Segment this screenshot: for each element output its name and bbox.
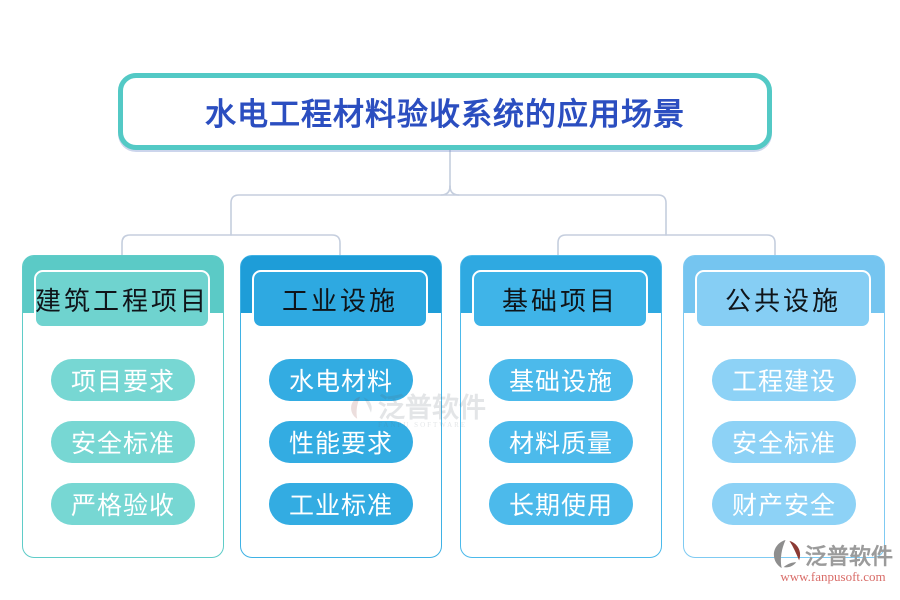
item-label: 财产安全 bbox=[731, 493, 836, 520]
item-label: 工程建设 bbox=[731, 369, 836, 396]
category-card: 工业设施水电材料性能要求工业标准 bbox=[240, 255, 442, 558]
category-header: 工业设施 bbox=[252, 270, 428, 328]
item-pill: 安全标准 bbox=[51, 421, 195, 463]
item-label: 基础设施 bbox=[508, 369, 613, 396]
category-title: 公共设施 bbox=[724, 286, 841, 316]
item-pill: 安全标准 bbox=[712, 421, 856, 463]
item-label: 安全标准 bbox=[70, 431, 175, 458]
item-pill: 工业标准 bbox=[269, 483, 413, 525]
category-header: 建筑工程项目 bbox=[34, 270, 210, 328]
category-card: 基础项目基础设施材料质量长期使用 bbox=[460, 255, 662, 558]
item-pill: 项目要求 bbox=[51, 359, 195, 401]
category-title: 基础项目 bbox=[501, 286, 618, 316]
category-title: 工业设施 bbox=[281, 286, 398, 316]
diagram-title: 水电工程材料验收系统的应用场景 bbox=[205, 97, 685, 132]
fanpu-logo: 泛普软件 www.fanpusoft.com bbox=[770, 538, 896, 585]
item-pill: 长期使用 bbox=[489, 483, 633, 525]
item-label: 材料质量 bbox=[508, 431, 613, 458]
item-pill: 性能要求 bbox=[269, 421, 413, 463]
category-card: 公共设施工程建设安全标准财产安全 bbox=[683, 255, 885, 558]
item-label: 严格验收 bbox=[70, 493, 175, 520]
item-label: 水电材料 bbox=[288, 369, 393, 396]
item-pill: 基础设施 bbox=[489, 359, 633, 401]
item-label: 工业标准 bbox=[288, 493, 393, 520]
item-pill: 工程建设 bbox=[712, 359, 856, 401]
item-pill: 财产安全 bbox=[712, 483, 856, 525]
diagram-title-box: 水电工程材料验收系统的应用场景 bbox=[118, 73, 772, 150]
category-card: 建筑工程项目项目要求安全标准严格验收 bbox=[22, 255, 224, 558]
category-title: 建筑工程项目 bbox=[35, 286, 210, 316]
item-label: 项目要求 bbox=[70, 369, 175, 396]
item-label: 性能要求 bbox=[288, 431, 393, 458]
item-pill: 材料质量 bbox=[489, 421, 633, 463]
item-label: 长期使用 bbox=[508, 493, 613, 520]
logo-website-url: www.fanpusoft.com bbox=[780, 569, 886, 584]
item-pill: 水电材料 bbox=[269, 359, 413, 401]
item-label: 安全标准 bbox=[731, 431, 836, 458]
logo-company-name: 泛普软件 bbox=[805, 543, 894, 569]
item-pill: 严格验收 bbox=[51, 483, 195, 525]
category-header: 公共设施 bbox=[695, 270, 871, 328]
fanpu-logo-icon bbox=[773, 539, 801, 569]
category-header: 基础项目 bbox=[472, 270, 648, 328]
